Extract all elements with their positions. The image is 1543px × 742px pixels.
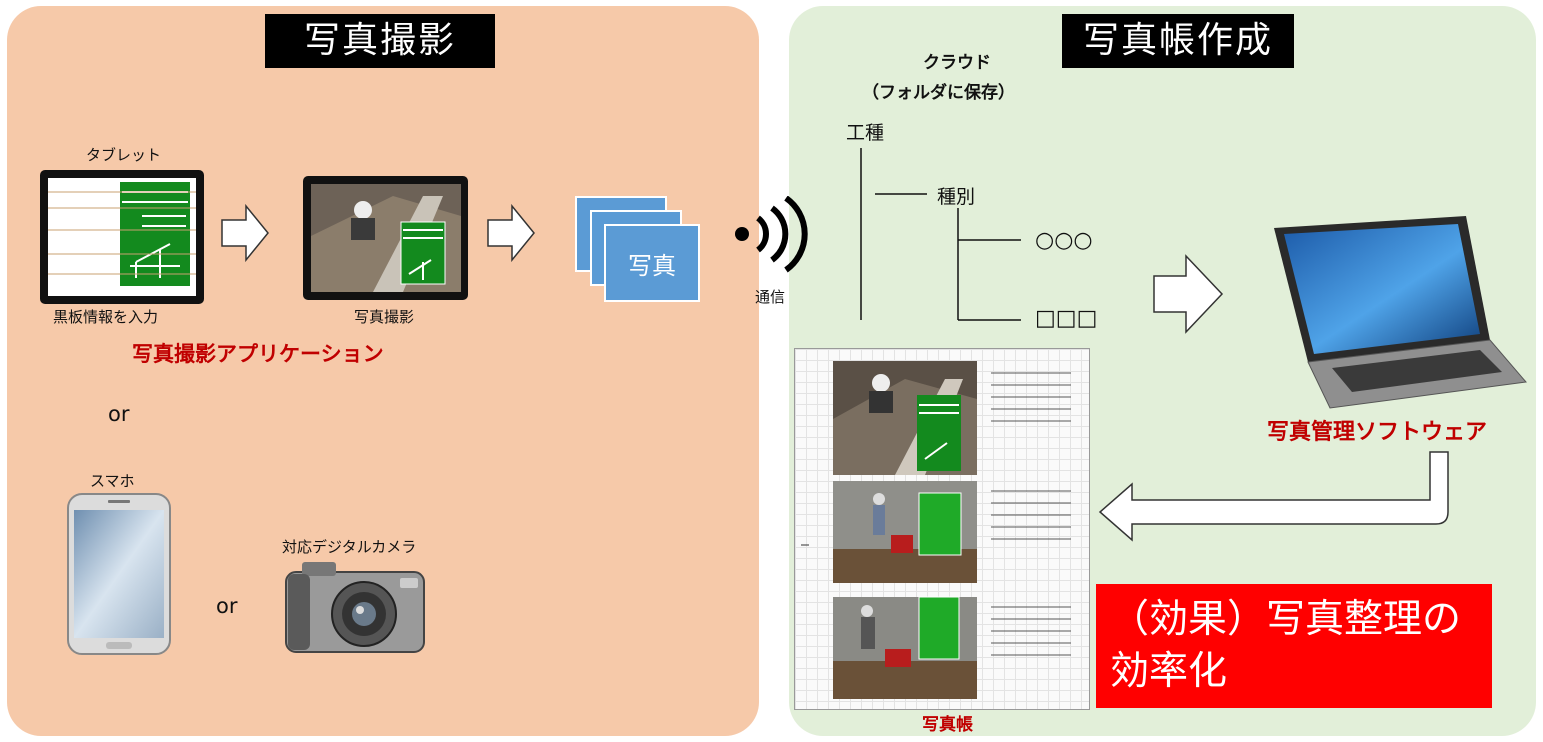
right-panel-title: 写真帳作成 <box>1062 14 1294 68</box>
effect-box: （効果）写真整理の 効率化 <box>1096 584 1492 708</box>
software-label: 写真管理ソフトウェア <box>1267 420 1488 445</box>
photo-stack-icon: 写真 <box>604 224 700 302</box>
smartphone-label: スマホ <box>90 472 135 490</box>
tree-leaf-2: □□□ <box>1035 306 1098 331</box>
shot-label: 写真撮影 <box>354 308 415 326</box>
input-label: 黒板情報を入力 <box>53 308 159 326</box>
or-text-2: or <box>216 594 238 618</box>
tablet-label: タブレット <box>86 146 162 164</box>
wireless-signal-icon <box>735 196 808 273</box>
arrow-right-icon <box>1153 254 1224 334</box>
arrow-right-icon <box>221 204 269 262</box>
laptop-icon <box>1274 216 1527 409</box>
album-label: 写真帳 <box>922 715 973 735</box>
cloud-label-line2: （フォルダに保存） <box>862 83 1015 103</box>
photo-album <box>794 348 1090 710</box>
left-panel-title: 写真撮影 <box>265 14 495 68</box>
tablet-photo-icon <box>303 176 468 300</box>
camera-label: 対応デジタルカメラ <box>282 538 417 556</box>
comm-label: 通信 <box>755 288 786 306</box>
effect-line-2: 効率化 <box>1110 649 1228 694</box>
arrow-right-icon <box>487 204 535 262</box>
folder-tree-lines <box>860 148 1021 321</box>
cloud-label-line1: クラウド <box>923 53 991 73</box>
or-text: or <box>108 402 130 426</box>
tree-root: 工種 <box>846 122 885 144</box>
tree-child: 種別 <box>937 186 976 208</box>
tree-leaf-1: ○○○ <box>1035 228 1093 253</box>
smartphone-icon <box>67 493 171 655</box>
photo-card-text: 写真 <box>628 251 676 280</box>
arrow-return-icon <box>1098 451 1449 542</box>
effect-line-1: （効果）写真整理の <box>1110 597 1462 642</box>
app-label: 写真撮影アプリケーション <box>132 342 384 366</box>
tablet-icon <box>40 170 204 304</box>
camera-icon <box>285 562 425 653</box>
